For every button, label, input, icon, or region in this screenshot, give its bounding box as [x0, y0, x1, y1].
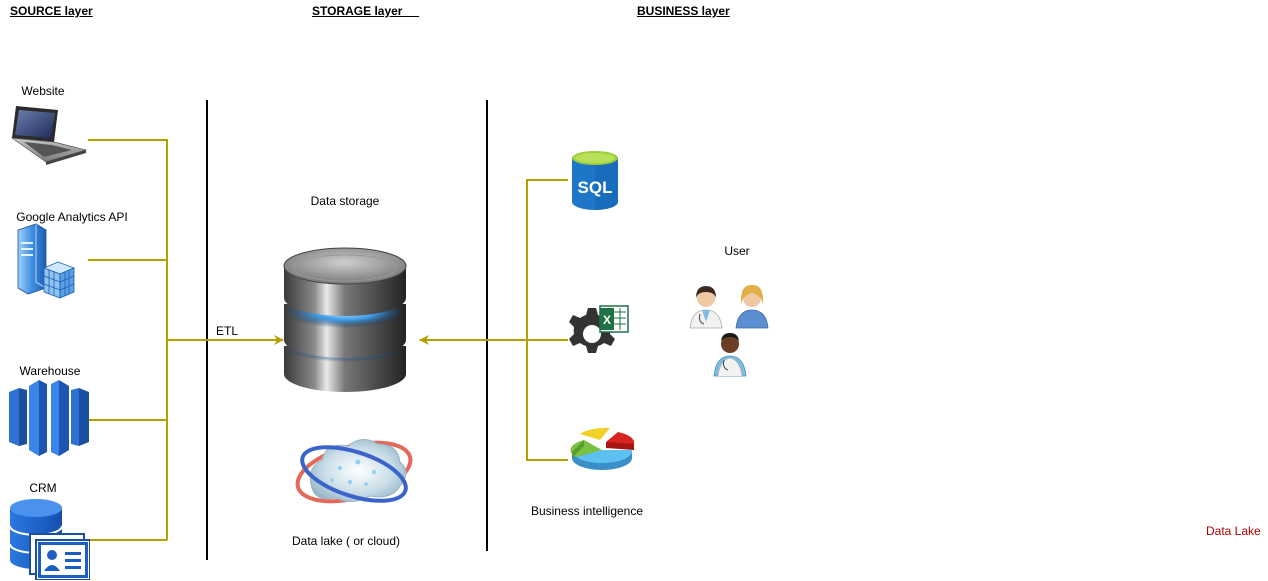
storage-layer-header: STORAGE layer	[312, 4, 420, 18]
excel-gear-icon: X	[566, 304, 630, 362]
male-doctor-icon	[713, 333, 747, 377]
source-label-google-analytics: Google Analytics API	[16, 210, 128, 224]
svg-text:X: X	[603, 313, 611, 327]
svg-text:SQL: SQL	[578, 178, 613, 197]
source-label-website: Website	[21, 84, 65, 98]
source-label-crm: CRM	[29, 481, 57, 495]
business-trunk-line	[526, 179, 568, 461]
source-trunk-line	[88, 139, 168, 540]
business-layer-header: BUSINESS layer	[637, 4, 730, 18]
crm-database-icon	[10, 498, 90, 580]
data-lake-label: Data lake ( or cloud)	[291, 534, 401, 548]
server-cube-icon	[12, 222, 78, 302]
warehouse-redshift-icon	[9, 380, 89, 456]
source-layer-header: SOURCE layer	[10, 4, 93, 18]
business-intelligence-label: Business intelligence	[530, 504, 644, 518]
data-storage-label: Data storage	[310, 194, 380, 208]
database-storage-icon	[280, 246, 410, 396]
female-doctor-icon	[689, 286, 723, 329]
data-lake-footer-label: Data Lake	[1206, 524, 1261, 538]
source-label-warehouse: Warehouse	[19, 364, 81, 378]
pie-chart-icon	[570, 426, 636, 474]
users-group-icon	[688, 282, 774, 378]
female-nurse-icon	[735, 284, 769, 329]
etl-label: ETL	[216, 324, 239, 338]
laptop-icon	[10, 104, 88, 166]
data-lake-cloud-icon	[292, 428, 416, 518]
user-label: User	[724, 244, 750, 258]
sql-database-icon: SQL	[570, 150, 620, 212]
